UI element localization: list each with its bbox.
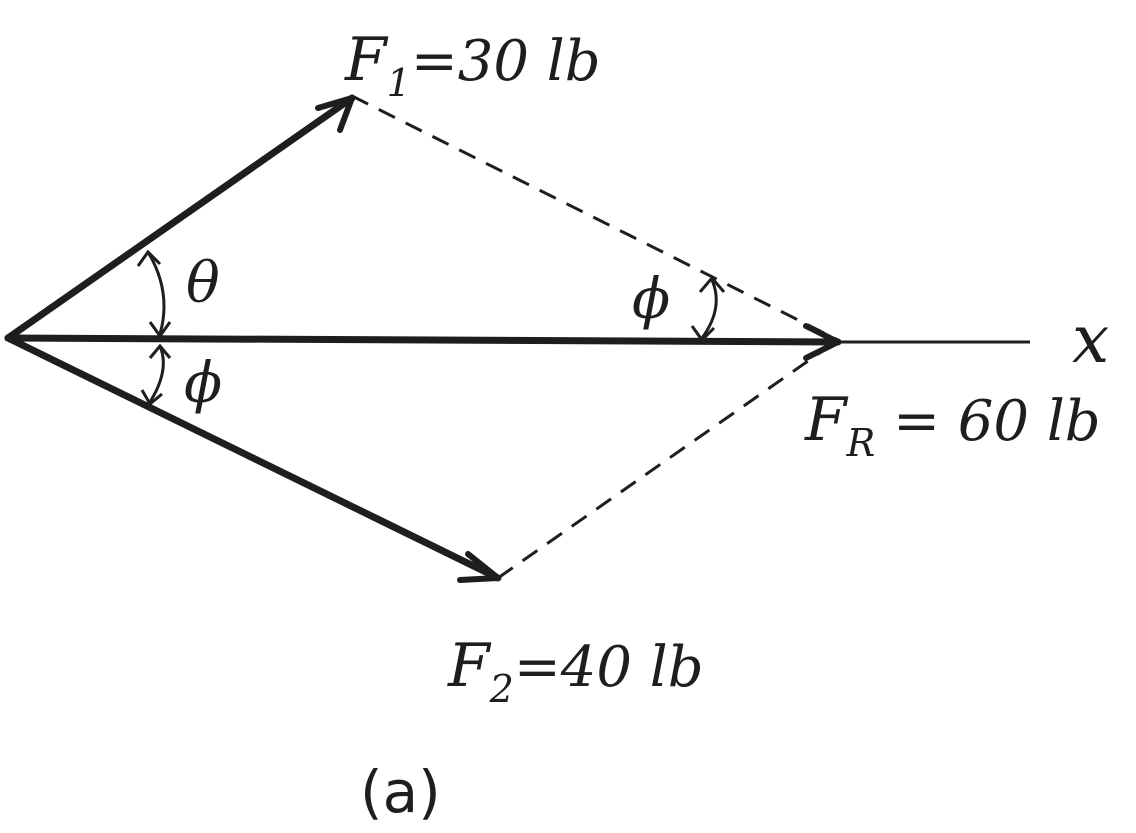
theta-angle-arc [136, 249, 172, 339]
label-x-axis: x [1072, 301, 1109, 378]
figure-caption: (a) [360, 758, 441, 826]
dashed-line-f1-to-fr [351, 94, 839, 342]
vector-f2 [4, 334, 502, 583]
vector-f1 [4, 94, 356, 342]
label-f2: F2=40 lb [447, 631, 704, 711]
label-fr: FR = 60 lb [804, 385, 1101, 465]
phi-angle-arc-lower [140, 343, 172, 407]
phi-angle-arc-upper [690, 275, 726, 343]
label-f1: F1=30 lb [344, 25, 601, 105]
dashed-line-f2-to-fr [497, 338, 839, 580]
label-phi-upper: ϕ [632, 267, 670, 332]
label-theta: θ [186, 251, 220, 316]
label-phi-lower: ϕ [184, 351, 222, 416]
vector-fr [4, 323, 842, 361]
